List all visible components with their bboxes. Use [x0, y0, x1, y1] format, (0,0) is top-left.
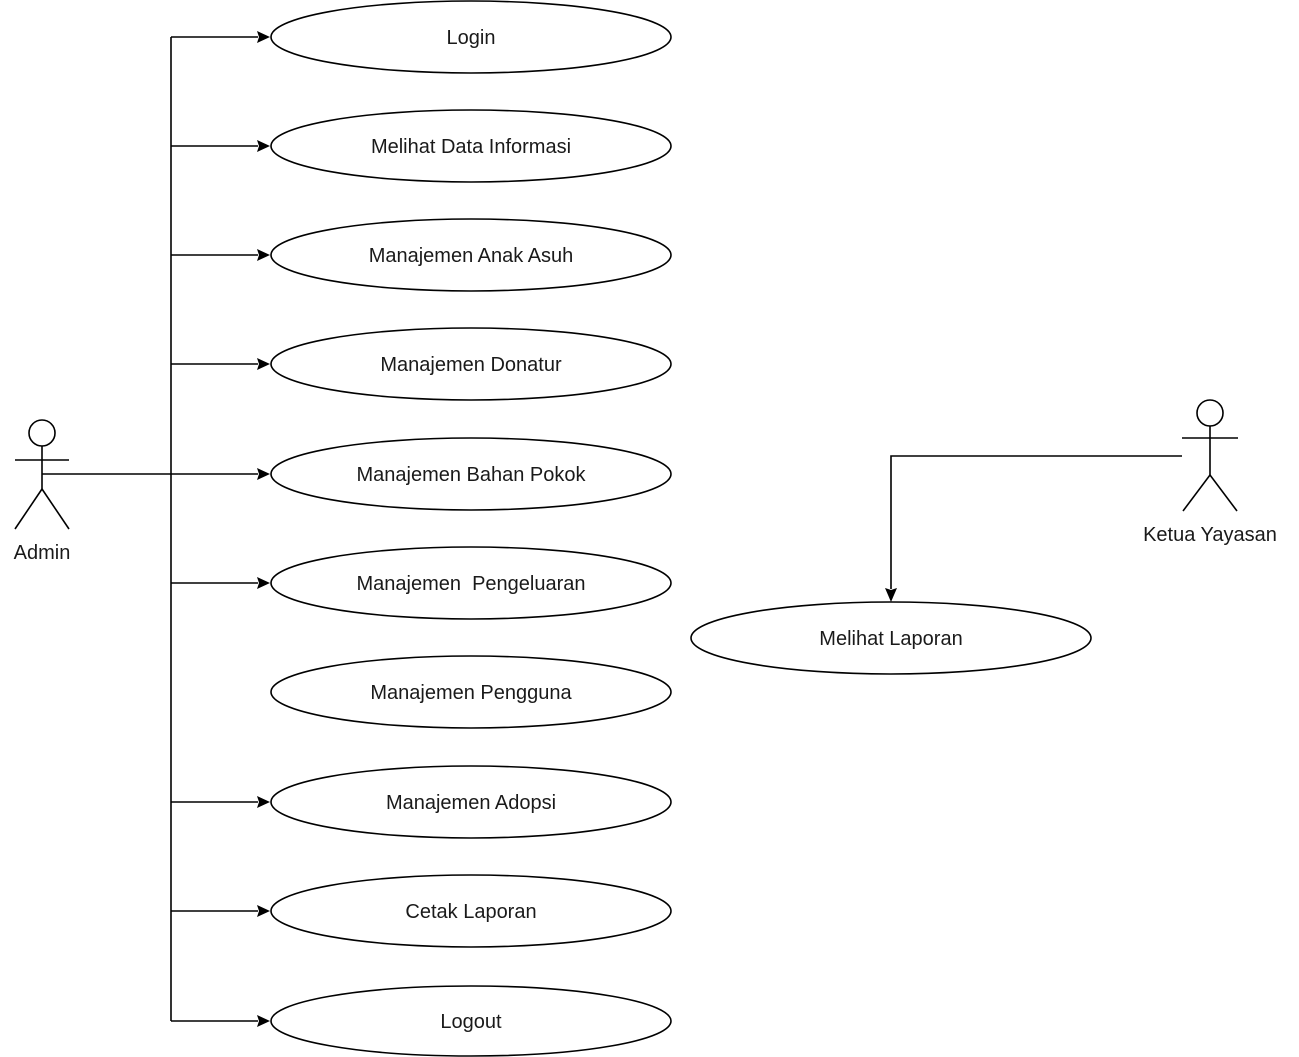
arrow-manajemen-donatur [257, 358, 270, 370]
actor-head [1196, 399, 1224, 427]
use-case-label: Login [447, 27, 496, 49]
actor-ketua-yayasan[interactable]: Ketua Yayasan [1143, 399, 1277, 546]
use-case-manajemen-anak-asuh[interactable]: Manajemen Anak Asuh [270, 218, 672, 292]
use-case-label: Cetak Laporan [405, 901, 536, 923]
use-case-login[interactable]: Login [270, 0, 672, 74]
arrow-cetak-laporan [257, 905, 270, 917]
use-case-ellipse [270, 0, 672, 74]
actor-label: Ketua Yayasan [1143, 524, 1277, 546]
arrow-manajemen-bahan-pokok [257, 468, 270, 480]
stick-figure-icon [1182, 399, 1238, 512]
use-case-ellipse [270, 874, 672, 948]
use-case-melihat-laporan[interactable]: Melihat Laporan [690, 601, 1092, 675]
actor-leg-right [1209, 474, 1238, 512]
actor-label: Admin [14, 542, 71, 564]
use-case-label: Melihat Laporan [819, 628, 962, 650]
use-case-label: Manajemen Pengguna [370, 682, 572, 704]
use-case-label: Logout [440, 1011, 502, 1033]
ketua-connector [885, 455, 1182, 602]
use-case-manajemen-bahan-pokok[interactable]: Manajemen Bahan Pokok [270, 437, 672, 511]
use-case-label: Manajemen Donatur [380, 354, 562, 376]
arrow-melihat-laporan [885, 588, 897, 602]
actor-leg-right [41, 488, 70, 530]
use-case-label: Melihat Data Informasi [371, 136, 571, 158]
arrow-melihat-data-informasi [257, 140, 270, 152]
use-case-manajemen-pengguna[interactable]: Manajemen Pengguna [270, 655, 672, 729]
use-case-ellipse [270, 546, 672, 620]
association-melihat-laporan [890, 455, 1182, 589]
admin-connectors [42, 31, 270, 1027]
use-case-label: Manajemen Bahan Pokok [356, 464, 586, 486]
stick-figure-icon [14, 419, 70, 530]
use-case-cetak-laporan[interactable]: Cetak Laporan [270, 874, 672, 948]
use-case-ellipse [270, 109, 672, 183]
actor-leg-left [1182, 474, 1211, 512]
use-case-label: Manajemen Adopsi [386, 792, 556, 814]
use-case-logout[interactable]: Logout [270, 985, 672, 1057]
use-case-manajemen-donatur[interactable]: Manajemen Donatur [270, 327, 672, 401]
arrow-manajemen-adopsi [257, 796, 270, 808]
arrow-logout [257, 1015, 270, 1027]
use-case-label: Manajemen Anak Asuh [369, 245, 574, 267]
use-case-ellipse [270, 437, 672, 511]
actor-head [28, 419, 56, 447]
arrow-manajemen-anak-asuh [257, 249, 270, 261]
use-case-melihat-data-informasi[interactable]: Melihat Data Informasi [270, 109, 672, 183]
use-case-ellipse [270, 218, 672, 292]
arrow-login [257, 31, 270, 43]
use-case-ellipse [270, 985, 672, 1057]
actor-leg-left [14, 488, 43, 530]
use-case-ellipse [270, 655, 672, 729]
use-case-manajemen-pengeluaran[interactable]: Manajemen Pengeluaran [270, 546, 672, 620]
use-case-manajemen-adopsi[interactable]: Manajemen Adopsi [270, 765, 672, 839]
use-case-ellipse [270, 327, 672, 401]
use-case-ellipse [270, 765, 672, 839]
use-case-label: Manajemen Pengeluaran [356, 573, 585, 595]
use-case-ellipse [690, 601, 1092, 675]
actor-admin[interactable]: Admin [14, 419, 71, 564]
arrow-manajemen-pengeluaran [257, 577, 270, 589]
